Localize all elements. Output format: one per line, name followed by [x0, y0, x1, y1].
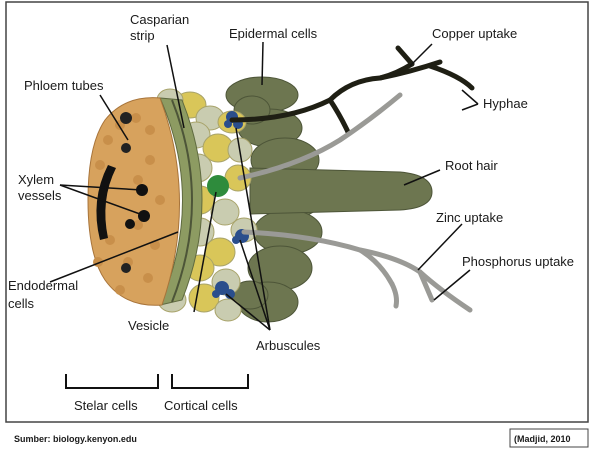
label-endodermal-line2: cells [8, 296, 35, 311]
label-xylem-line2: vessels [18, 188, 62, 203]
label-arbuscules: Arbuscules [256, 338, 321, 353]
label-phloem-tubes: Phloem tubes [24, 78, 104, 93]
label-stelar-cells: Stelar cells [74, 398, 138, 413]
label-root-hair: Root hair [445, 158, 498, 173]
label-casparian-line2: strip [130, 28, 155, 43]
label-zinc-uptake: Zinc uptake [436, 210, 503, 225]
footer-source: Sumber: biology.kenyon.edu [14, 434, 137, 444]
label-phosphorus-uptake: Phosphorus uptake [462, 254, 574, 269]
label-copper-uptake: Copper uptake [432, 26, 517, 41]
label-cortical-cells: Cortical cells [164, 398, 238, 413]
footer-citation: (Madjid, 2010 [514, 434, 571, 444]
label-vesicle: Vesicle [128, 318, 169, 333]
label-epidermal-cells: Epidermal cells [229, 26, 318, 41]
vesicle [207, 175, 229, 197]
label-xylem-line1: Xylem [18, 172, 54, 187]
label-casparian-line1: Casparian [130, 12, 189, 27]
label-hyphae: Hyphae [483, 96, 528, 111]
label-endodermal-line1: Endodermal [8, 278, 78, 293]
root-hair [250, 168, 432, 214]
